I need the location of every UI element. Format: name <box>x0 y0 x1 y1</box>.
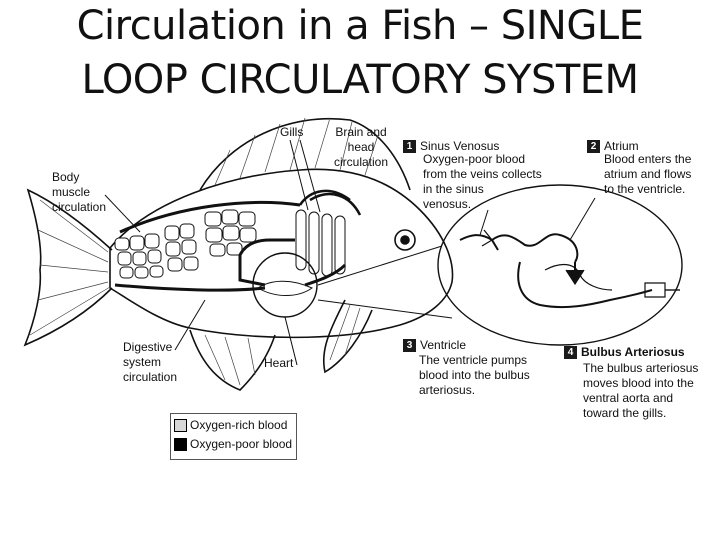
brain-label-line-3: circulation <box>333 155 389 169</box>
step-1-desc-line-1: Oxygen-poor blood <box>423 152 526 166</box>
blood-vessels <box>114 200 347 292</box>
step-4-desc-line-2: moves blood into the <box>583 376 694 390</box>
label-lines <box>104 139 453 366</box>
step-3-desc-line-2: blood into the bulbus <box>419 368 530 382</box>
step-1-description: Oxygen-poor blood from the veins collect… <box>423 152 542 212</box>
step-4-number: 4 <box>564 346 577 359</box>
step-1-heading: 1 Sinus Venosus <box>403 139 499 154</box>
title-line-2: LOOP CIRCULATORY SYSTEM <box>81 57 639 103</box>
heart-label: Heart <box>264 356 294 370</box>
step-1-desc-line-3: in the sinus <box>423 182 484 196</box>
step-3-heading: 3 Ventricle <box>403 338 466 353</box>
step-4-heading: 4 Bulbus Arteriosus <box>564 345 685 360</box>
enlarged-heart-view <box>437 184 683 346</box>
legend-label-oxygen-rich: Oxygen-rich blood <box>190 418 288 432</box>
step-2-number: 2 <box>587 140 600 153</box>
body-circulation-label: Body muscle circulation <box>52 170 106 215</box>
step-4-desc-line-3: ventral aorta and <box>583 391 674 405</box>
body-capillaries <box>114 209 257 279</box>
legend-label-oxygen-poor: Oxygen-poor blood <box>190 437 293 451</box>
brain-circulation-label: Brain and head circulation <box>325 125 397 170</box>
step-4-description: The bulbus arteriosus moves blood into t… <box>583 361 698 421</box>
body-label-line-3: circulation <box>52 200 107 214</box>
digestive-label-line-3: circulation <box>123 370 178 384</box>
step-3-desc-line-1: The ventricle pumps <box>419 353 528 367</box>
step-1-title: Sinus Venosus <box>420 139 500 153</box>
brain-label-line-2: head <box>347 140 375 154</box>
step-4-desc-line-4: toward the gills. <box>583 406 667 420</box>
step-3-number: 3 <box>403 339 416 352</box>
digestive-label-line-1: Digestive <box>123 340 173 354</box>
step-4-desc-line-1: The bulbus arteriosus <box>583 361 699 375</box>
step-1-desc-line-4: venosus. <box>423 197 472 211</box>
step-2-description: Blood enters the atrium and flows to the… <box>604 152 691 197</box>
digestive-circulation-label: Digestive system circulation <box>123 340 177 385</box>
step-4-title: Bulbus Arteriosus <box>581 345 685 359</box>
step-1-number: 1 <box>403 140 416 153</box>
step-2-title: Atrium <box>604 139 639 153</box>
fish-outline <box>23 117 454 391</box>
step-1-desc-line-2: from the veins collects <box>423 167 542 181</box>
step-2-desc-line-2: atrium and flows <box>604 167 692 181</box>
gills-label: Gills <box>280 125 304 139</box>
title-line-1: Circulation in a Fish – SINGLE <box>76 3 644 49</box>
fin-rays <box>29 117 379 386</box>
step-3-description: The ventricle pumps blood into the bulbu… <box>419 353 530 398</box>
gill-arches <box>295 209 346 277</box>
step-3-desc-line-3: arteriosus. <box>419 383 476 397</box>
oxygen-poor-swatch <box>174 437 187 451</box>
legend-item-oxygen-poor: Oxygen-poor blood <box>174 437 292 451</box>
step-2-desc-line-3: to the ventricle. <box>604 182 686 196</box>
legend-item-oxygen-rich: Oxygen-rich blood <box>174 418 287 432</box>
body-label-line-1: Body <box>52 170 80 184</box>
step-2-desc-line-1: Blood enters the <box>604 152 692 166</box>
step-2-heading: 2 Atrium <box>587 139 639 154</box>
legend <box>170 413 297 460</box>
brain-circulation <box>298 189 362 216</box>
oxygen-rich-swatch <box>174 418 187 432</box>
body-label-line-2: muscle <box>52 185 91 199</box>
digestive-label-line-2: system <box>123 355 162 369</box>
brain-label-line-1: Brain and <box>335 125 387 139</box>
step-3-title: Ventricle <box>420 338 467 352</box>
